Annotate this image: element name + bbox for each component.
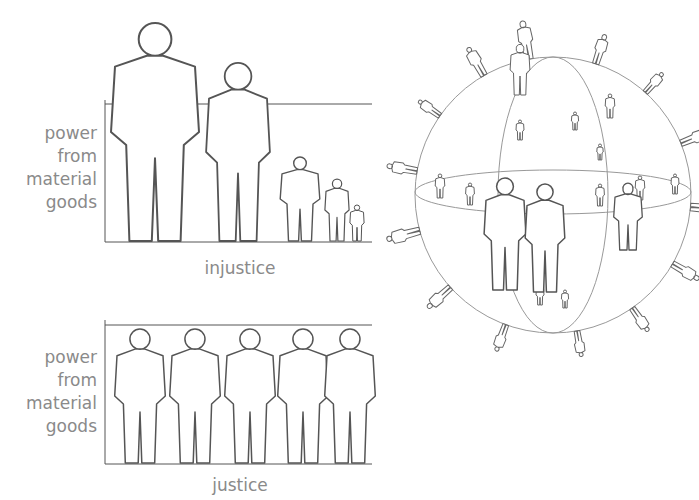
person-silhouette <box>690 201 699 217</box>
person-silhouette <box>424 283 454 312</box>
person-silhouette <box>628 305 653 334</box>
level-line <box>105 325 372 326</box>
axis-label: power from material goods <box>26 346 97 438</box>
person-silhouette <box>572 330 586 357</box>
person-silhouette <box>111 23 199 241</box>
person-silhouette <box>525 184 565 292</box>
axis-line <box>105 320 106 464</box>
person-silhouette <box>325 179 349 241</box>
person-silhouette <box>670 259 699 284</box>
person-silhouette <box>510 44 530 95</box>
person-silhouette <box>280 157 320 241</box>
person-silhouette <box>463 45 489 79</box>
person-silhouette <box>596 184 605 206</box>
person-silhouette <box>561 290 568 308</box>
person-silhouette <box>115 329 166 463</box>
globe-meridian <box>498 57 608 333</box>
person-silhouette <box>170 329 221 463</box>
person-silhouette <box>516 120 524 140</box>
person-silhouette <box>385 225 421 246</box>
axis-label: power from material goods <box>26 122 97 214</box>
globe-outline <box>415 57 691 333</box>
person-silhouette <box>614 183 643 250</box>
person-silhouette <box>435 174 445 198</box>
person-silhouette <box>225 329 276 463</box>
person-silhouette <box>484 178 526 290</box>
person-silhouette <box>679 127 699 149</box>
person-silhouette <box>605 94 615 118</box>
person-silhouette <box>325 329 376 463</box>
person-silhouette <box>466 183 475 205</box>
people-silhouettes <box>111 20 699 463</box>
person-silhouette <box>491 323 510 353</box>
globe <box>415 57 691 333</box>
person-silhouette <box>416 97 443 120</box>
panel-caption: injustice <box>204 257 275 280</box>
person-silhouette <box>642 70 667 96</box>
person-silhouette <box>350 205 364 241</box>
axis-line <box>105 100 106 242</box>
person-silhouette <box>597 144 603 160</box>
person-silhouette <box>671 174 679 194</box>
panel-caption: justice <box>212 474 268 497</box>
person-silhouette <box>386 160 418 176</box>
person-silhouette <box>590 33 610 66</box>
person-silhouette <box>278 329 329 463</box>
person-silhouette <box>206 63 270 241</box>
person-silhouette <box>571 112 578 130</box>
